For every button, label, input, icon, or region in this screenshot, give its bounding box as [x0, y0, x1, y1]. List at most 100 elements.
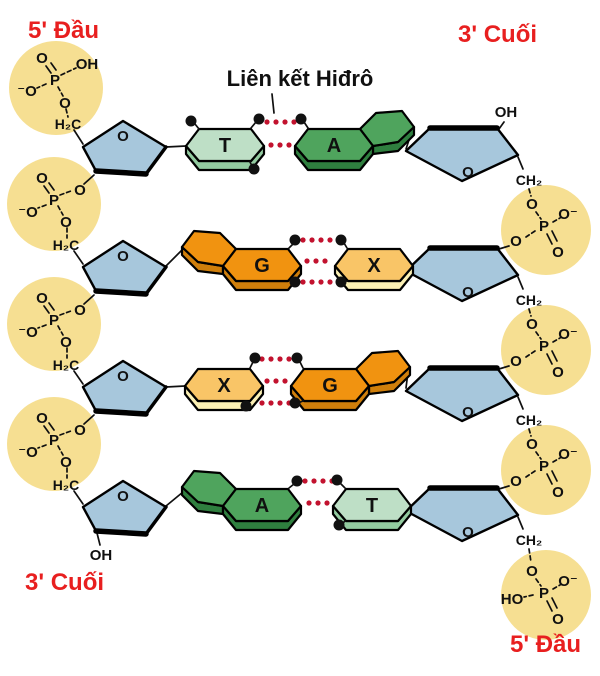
- phosphate-circle-left-3: [7, 277, 101, 371]
- atom-O: O: [59, 95, 71, 112]
- text-labels: 5' Đầu 3' Cuối 3' Cuối 5' Đầu Liên kết H…: [17, 17, 581, 658]
- atom-CH2: CH₂: [516, 412, 542, 428]
- bond-site-dots: [185, 113, 348, 531]
- atom-P: P: [539, 585, 549, 602]
- atom-O-minus: ⁻O: [18, 324, 38, 341]
- atom-O: O: [36, 290, 48, 307]
- atom-O: O: [36, 50, 48, 67]
- sugar-right-1: [404, 126, 520, 183]
- atom-ring-O: O: [117, 488, 129, 505]
- base-label-A: A: [327, 135, 341, 157]
- covalent-bonds: [36, 62, 561, 612]
- sugar-right-3: [404, 366, 520, 423]
- base-adenine-row1: [293, 127, 375, 163]
- atom-O-minus: O⁻: [558, 573, 578, 590]
- atom-O: O: [552, 611, 564, 628]
- atom-O: O: [60, 214, 72, 231]
- atom-OH: OH: [495, 104, 518, 121]
- base-adenine-row4: [221, 487, 303, 523]
- base-label-G: G: [322, 375, 338, 397]
- phosphate-circles: [7, 41, 591, 640]
- atom-ring-O: O: [462, 404, 474, 421]
- atom-P: P: [539, 458, 549, 475]
- atom-OH: OH: [90, 547, 113, 564]
- atom-O: O: [510, 473, 522, 490]
- phosphate-circle-left-1: [9, 41, 103, 135]
- atom-O: O: [526, 196, 538, 213]
- atom-H2C: H₂C: [53, 357, 79, 373]
- atom-ring-O: O: [117, 248, 129, 265]
- hbond-row4-dots: [302, 478, 335, 506]
- label-3prime-bottom-left: 3' Cuối: [25, 569, 104, 596]
- hbond-row3-dots: [259, 356, 292, 406]
- label-5prime-bottom-right: 5' Đầu: [510, 631, 581, 658]
- atom-O: O: [36, 410, 48, 427]
- atom-H2C: H₂C: [53, 237, 79, 253]
- base-x-row3: [183, 367, 265, 403]
- base-guanine-row3: [289, 367, 371, 403]
- deoxyribose-sugars: [81, 119, 520, 543]
- atom-O-minus: O⁻: [558, 326, 578, 343]
- atom-ring-O: O: [117, 128, 129, 145]
- atom-ring-O: O: [117, 368, 129, 385]
- atom-ring-O: O: [462, 524, 474, 541]
- hbond-row2-dots: [300, 237, 333, 285]
- atom-O-minus: O⁻: [558, 206, 578, 223]
- atom-CH2: CH₂: [516, 292, 542, 308]
- label-5prime-top-left: 5' Đầu: [28, 17, 99, 44]
- atom-O-minus: O⁻: [558, 446, 578, 463]
- phosphate-circle-right-3: [501, 425, 591, 515]
- base-label-T: T: [219, 135, 231, 157]
- base-guanine-row2: [221, 247, 303, 283]
- atom-O: O: [60, 334, 72, 351]
- atom-P: P: [49, 432, 59, 449]
- hbond-row1-dots: [264, 119, 297, 148]
- atom-P: P: [539, 338, 549, 355]
- sugar-right-4: [404, 486, 520, 543]
- atom-O: O: [510, 353, 522, 370]
- atom-CH2: CH₂: [516, 172, 542, 188]
- atom-O: O: [510, 233, 522, 250]
- atom-O: O: [526, 563, 538, 580]
- base-label-T: T: [366, 495, 378, 517]
- base-thymine-row4: [331, 487, 413, 523]
- atom-O: O: [36, 170, 48, 187]
- hydrogen-bond-pointer-line: [271, 93, 275, 114]
- atom-O: O: [74, 182, 86, 199]
- atom-O: O: [74, 422, 86, 439]
- atom-H2C: H₂C: [53, 477, 79, 493]
- base-label-X: X: [367, 255, 381, 277]
- sugar-right-2: [404, 246, 520, 303]
- hydrogen-bonds: [259, 119, 335, 506]
- atom-O: O: [552, 244, 564, 261]
- atom-ring-O: O: [462, 284, 474, 301]
- atom-O: O: [526, 436, 538, 453]
- base-label-A: A: [255, 495, 269, 517]
- atom-P: P: [50, 72, 60, 89]
- label-hydrogen-bond: Liên kết Hiđrô: [227, 66, 374, 91]
- atom-O: O: [552, 484, 564, 501]
- atom-O: O: [526, 316, 538, 333]
- base-label-G: G: [254, 255, 270, 277]
- atom-CH2: CH₂: [516, 532, 542, 548]
- phosphate-circle-right-1: [501, 185, 591, 275]
- phosphate-circle-left-4: [7, 397, 101, 491]
- base-label-X: X: [217, 375, 231, 397]
- atom-ring-O: O: [462, 164, 474, 181]
- atom-OH: OH: [76, 56, 99, 73]
- phosphate-circle-left-2: [7, 157, 101, 251]
- atom-O: O: [552, 364, 564, 381]
- atom-O: O: [60, 454, 72, 471]
- label-3prime-top-right: 3' Cuối: [458, 21, 537, 48]
- base-x-row2: [333, 247, 415, 283]
- phosphate-circle-right-2: [501, 305, 591, 395]
- phosphate-circle-right-4: [501, 550, 591, 640]
- atom-HO: HO: [501, 591, 524, 608]
- atom-P: P: [49, 312, 59, 329]
- atom-O-minus: ⁻O: [18, 444, 38, 461]
- atom-O-minus: ⁻O: [18, 204, 38, 221]
- atom-P: P: [539, 218, 549, 235]
- atom-O-minus: ⁻O: [17, 83, 37, 100]
